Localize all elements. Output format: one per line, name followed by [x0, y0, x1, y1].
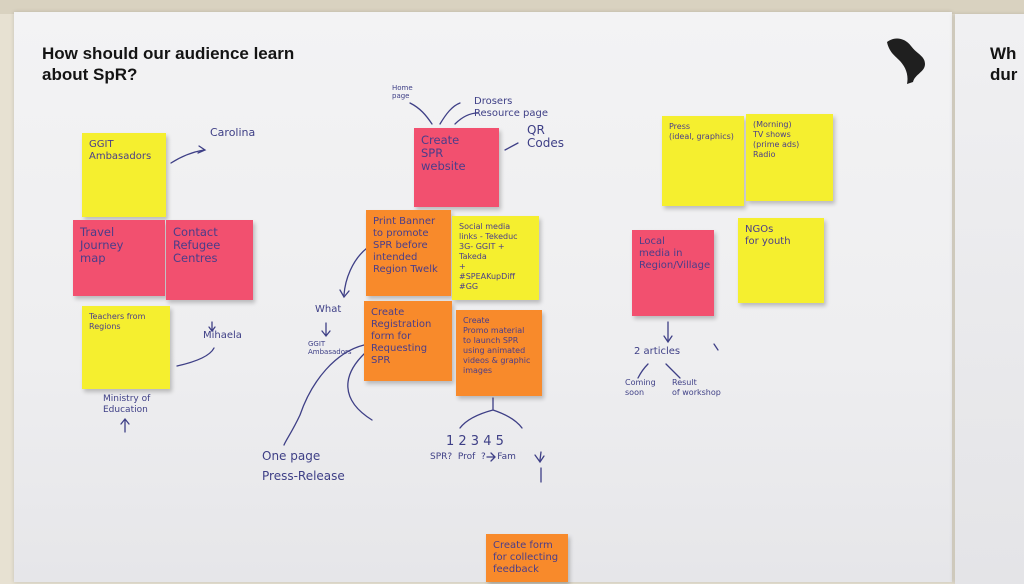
note-morning-tv[interactable]: (Morning) TV shows (prime ads) Radio — [746, 114, 833, 201]
arrow-home-page — [409, 102, 433, 125]
fan-tree — [459, 397, 523, 429]
label-carolina: Carolina — [210, 126, 256, 139]
arrow-to-mihaela — [176, 347, 215, 367]
board-heading: How should our audience learn about SpR? — [42, 44, 295, 84]
note-travel-journey-map[interactable]: Travel Journey map — [73, 220, 165, 296]
note-local-media[interactable]: Local media in Region/Village — [632, 230, 714, 316]
note-create-spr-website[interactable]: Create SPR website — [414, 128, 499, 207]
label-coming-soon: Coming soon — [625, 378, 656, 397]
label-home-page: Home page — [392, 84, 413, 100]
label-number-captions: SPR? Prof ? Fam — [430, 452, 516, 462]
next-paper-sheet — [955, 14, 1024, 584]
wall — [0, 0, 1024, 14]
note-create-registration-form[interactable]: Create Registration form for Requesting … — [364, 301, 452, 381]
arrow-resource — [439, 102, 461, 125]
note-ngos[interactable]: NGOs for youth — [738, 218, 824, 303]
bird-logo-icon — [887, 38, 925, 84]
note-contact-refugee-centres[interactable]: Contact Refugee Centres — [166, 220, 253, 300]
label-resource-page: Drosers Resource page — [474, 96, 549, 119]
arrow-to-carolina — [170, 149, 205, 164]
label-ministry: Ministry of Education — [103, 394, 151, 415]
label-mihaela: Mihaela — [203, 330, 242, 341]
note-create-form-collecting[interactable]: Create form for collecting feedback — [486, 534, 568, 582]
label-two-articles: 2 articles — [634, 346, 681, 357]
label-numbers: 1 2 3 4 5 — [446, 434, 504, 449]
next-heading-line-1: Wh — [990, 44, 1017, 63]
label-what: What — [315, 304, 342, 315]
line-qr — [504, 142, 519, 151]
arrow-local-media — [663, 321, 673, 344]
note-ggit-ambassadors[interactable]: GGIT Ambasadors — [82, 133, 166, 217]
note-create-promo-material[interactable]: Create Promo material to launch SPR usin… — [456, 310, 542, 396]
note-print-banner[interactable]: Print Banner to promote SPR before inten… — [366, 210, 451, 296]
label-result-workshop: Result of workshop — [672, 378, 721, 397]
label-qr-codes: QR Codes — [527, 123, 564, 150]
next-heading-line-2: dur — [990, 65, 1018, 84]
curve-what — [343, 247, 368, 296]
label-ggit-ambassadors-small: GGIT Ambasadors — [308, 340, 352, 356]
curve-one-page — [283, 344, 365, 446]
note-teachers-from-regions[interactable]: Teachers from Regions — [82, 306, 170, 389]
next-board-heading: Wh dur — [990, 43, 1024, 85]
label-one-page: One page Press-Release — [262, 449, 345, 483]
note-social-media[interactable]: Social media links - Tekeduc 3G- GGIT + … — [452, 216, 539, 300]
note-press[interactable]: Press (ideal, graphics) — [662, 116, 744, 206]
